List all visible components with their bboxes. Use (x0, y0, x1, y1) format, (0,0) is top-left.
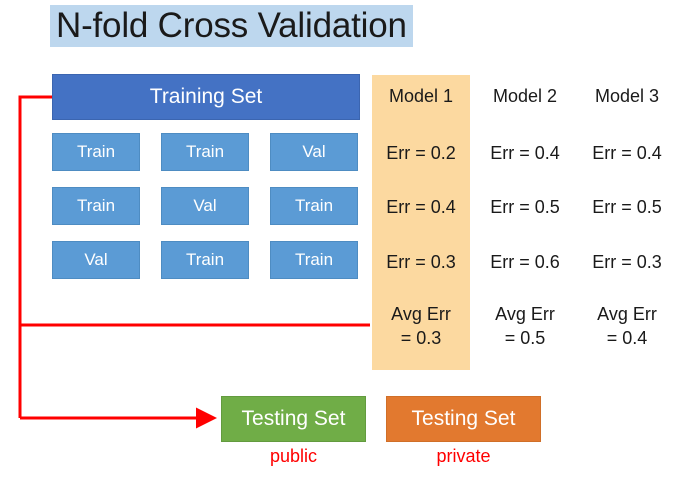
training-set-bar: Training Set (52, 74, 360, 120)
fold-cell: Train (52, 187, 140, 225)
avg-err-label: Avg Err (597, 304, 657, 324)
fold-row: Train Val Train (52, 187, 358, 225)
fold-cell: Train (161, 133, 249, 171)
model-error: Err = 0.4 (386, 197, 456, 217)
fold-cell: Val (270, 133, 358, 171)
model-error: Err = 0.4 (592, 143, 662, 163)
model-name: Model 2 (492, 86, 558, 106)
model-column-3: Model 3 Err = 0.4 Err = 0.5 Err = 0.3 Av… (578, 75, 676, 370)
model-column-2: Model 2 Err = 0.4 Err = 0.5 Err = 0.6 Av… (476, 75, 574, 370)
training-set-label: Training Set (149, 85, 263, 108)
model-average-error: Avg Err = 0.3 (372, 302, 470, 351)
testing-set-public-label: Testing Set (241, 407, 346, 430)
model-error: Err = 0.3 (592, 252, 662, 272)
fold-row: Train Train Val (52, 133, 358, 171)
model-error: Err = 0.4 (490, 143, 560, 163)
model-column-1: Model 1 Err = 0.2 Err = 0.4 Err = 0.3 Av… (372, 75, 470, 370)
model-name: Model 1 (388, 86, 454, 106)
model-error: Err = 0.2 (386, 143, 456, 163)
avg-err-value: = 0.4 (606, 328, 648, 349)
fold-cell: Val (52, 241, 140, 279)
fold-cell: Train (270, 187, 358, 225)
testing-set-private-caption: private (436, 446, 491, 466)
model-error: Err = 0.5 (592, 197, 662, 217)
avg-err-value: = 0.5 (504, 328, 546, 349)
model-error: Err = 0.3 (386, 252, 456, 272)
model-error: Err = 0.6 (490, 252, 560, 272)
model-average-error: Avg Err = 0.4 (578, 302, 676, 351)
testing-set-private-box: Testing Set (386, 396, 541, 442)
fold-cell: Val (161, 187, 249, 225)
models-panel: Model 1 Err = 0.2 Err = 0.4 Err = 0.3 Av… (372, 75, 672, 370)
page-title: N-fold Cross Validation (50, 5, 413, 47)
model-name: Model 3 (594, 86, 660, 106)
fold-cell: Train (52, 133, 140, 171)
fold-cell: Train (161, 241, 249, 279)
model-average-error: Avg Err = 0.5 (476, 302, 574, 351)
fold-row: Val Train Train (52, 241, 358, 279)
avg-err-label: Avg Err (391, 304, 451, 324)
connector-main-path (18, 95, 52, 418)
fold-cell: Train (270, 241, 358, 279)
testing-set-public-box: Testing Set (221, 396, 366, 442)
testing-set-private-label: Testing Set (411, 407, 516, 430)
model-1-highlight-band (372, 75, 470, 370)
avg-err-value: = 0.3 (400, 328, 442, 349)
testing-set-public-caption: public (269, 446, 318, 466)
model-error: Err = 0.5 (490, 197, 560, 217)
avg-err-label: Avg Err (495, 304, 555, 324)
fold-grid: Train Train Val Train Val Train Val Trai… (52, 133, 358, 288)
